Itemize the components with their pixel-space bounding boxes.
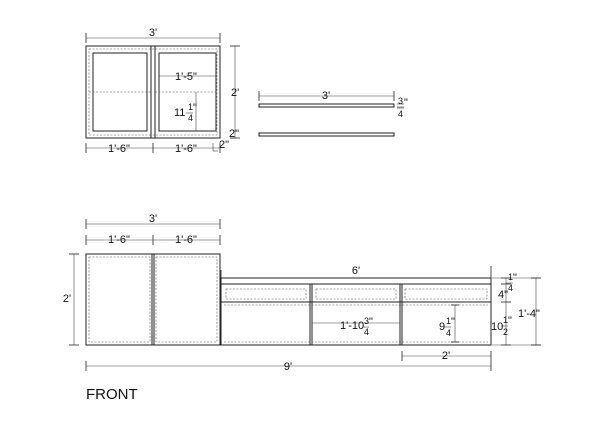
front-cabinet-width-label: 3' xyxy=(149,213,157,225)
bench-top-unit: " xyxy=(513,272,517,284)
bench-drawer-2 xyxy=(315,288,397,300)
top-right-half-label: 1'-6" xyxy=(175,143,197,155)
opening-height-den: 4 xyxy=(446,328,451,338)
side-panel-view: 3' 3 4 " xyxy=(258,90,408,137)
lower-height-num: 1 xyxy=(503,315,508,325)
opening-height-num: 1 xyxy=(446,316,451,326)
bench-body xyxy=(220,283,492,346)
panel-height-unit: " xyxy=(193,102,197,114)
lower-height-unit: " xyxy=(508,315,512,327)
bench-top-den: 4 xyxy=(508,283,513,293)
bench-drawer-1 xyxy=(225,288,307,300)
section-width-label: 2' xyxy=(442,350,450,362)
cabinet-door-right xyxy=(155,256,218,343)
panel-height-whole: 11 xyxy=(174,107,185,119)
view-caption: FRONT xyxy=(86,386,138,403)
top-view: 3' 1'-5" 11 1 4 " 2' 2" xyxy=(85,27,240,155)
front-door-right-label: 1'-6" xyxy=(175,234,197,246)
panel-height-num: 1 xyxy=(188,102,193,112)
total-length-label: 9' xyxy=(284,361,292,373)
compartment-width-den: 4 xyxy=(364,327,369,337)
front-view: 3' 1'-6" 1'-6" 2' 6' xyxy=(63,213,541,373)
lower-height-whole: 10 xyxy=(491,321,503,333)
board-top xyxy=(258,103,395,108)
lower-height-den: 2 xyxy=(503,327,508,337)
front-cabinet-height-label: 2' xyxy=(63,293,71,305)
front-door-left-label: 1'-6" xyxy=(108,234,130,246)
top-left-half-label: 1'-6" xyxy=(108,143,130,155)
cabinet-door-left xyxy=(88,256,151,343)
bench-drawer-3 xyxy=(404,288,488,300)
bench-top-num: 1 xyxy=(508,272,513,282)
panel-height-den: 4 xyxy=(188,113,193,123)
compartment-width-num: 3 xyxy=(364,316,369,326)
compartment-width-prefix: 1'-10 xyxy=(340,320,364,332)
board-thickness-den: 4 xyxy=(398,109,403,119)
top-height-label: 2' xyxy=(231,87,239,99)
top-frame-outer xyxy=(85,45,221,139)
cabinet-body xyxy=(85,253,221,346)
panel-width-label: 1'-5" xyxy=(175,71,197,83)
opening-height-whole: 9 xyxy=(439,321,445,333)
board-thickness-num: 3 xyxy=(398,96,403,106)
board-bottom xyxy=(258,132,395,137)
opening-height-unit: " xyxy=(451,316,455,328)
frame-thickness-label-a: 2" xyxy=(229,128,239,140)
board-thickness-unit: " xyxy=(404,97,408,109)
bench-height-label: 1'-4" xyxy=(518,308,540,320)
top-width-label: 3' xyxy=(149,27,157,39)
bench-length-label: 6' xyxy=(352,265,360,277)
board-length-label: 3' xyxy=(322,90,330,102)
frame-thickness-label-b: 2" xyxy=(219,139,229,151)
bench-top xyxy=(220,277,492,285)
compartment-width-unit: " xyxy=(369,316,373,328)
drawer-height-label: 4" xyxy=(498,289,508,301)
